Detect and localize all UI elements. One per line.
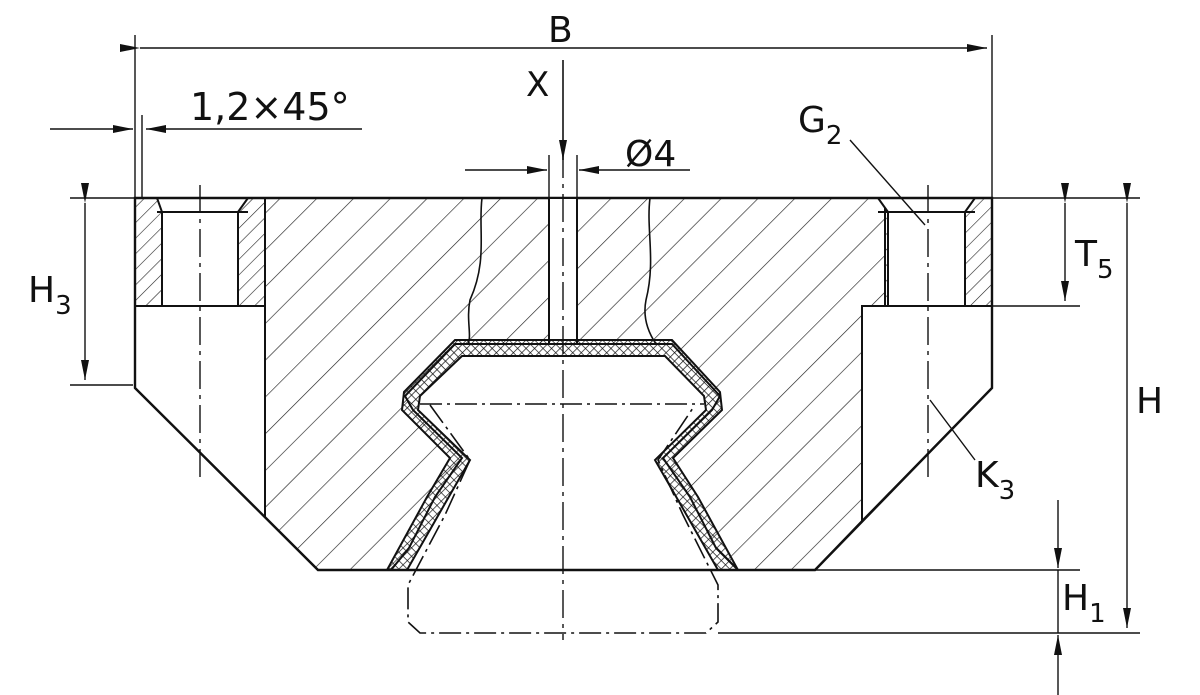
label-T5: T5 bbox=[1074, 234, 1114, 285]
break-line-right bbox=[644, 197, 657, 345]
label-B: B bbox=[548, 10, 573, 51]
label-H3: H3 bbox=[28, 270, 72, 321]
label-chamfer: 1,2×45° bbox=[190, 85, 350, 129]
leader-K3 bbox=[929, 399, 976, 461]
label-H1: H1 bbox=[1062, 578, 1106, 629]
right-thread-hole bbox=[876, 197, 977, 307]
label-G2: G2 bbox=[798, 100, 842, 151]
right-wing bbox=[861, 305, 993, 524]
label-diameter: Ø4 bbox=[625, 134, 676, 175]
left-thread-hole bbox=[155, 197, 250, 307]
leader-G2 bbox=[849, 139, 926, 226]
break-line-left bbox=[467, 197, 483, 345]
label-X: X bbox=[526, 65, 549, 105]
label-K3: K3 bbox=[975, 455, 1015, 506]
label-H: H bbox=[1136, 381, 1163, 422]
rail-outline bbox=[407, 403, 719, 634]
seal-strip bbox=[385, 339, 740, 571]
